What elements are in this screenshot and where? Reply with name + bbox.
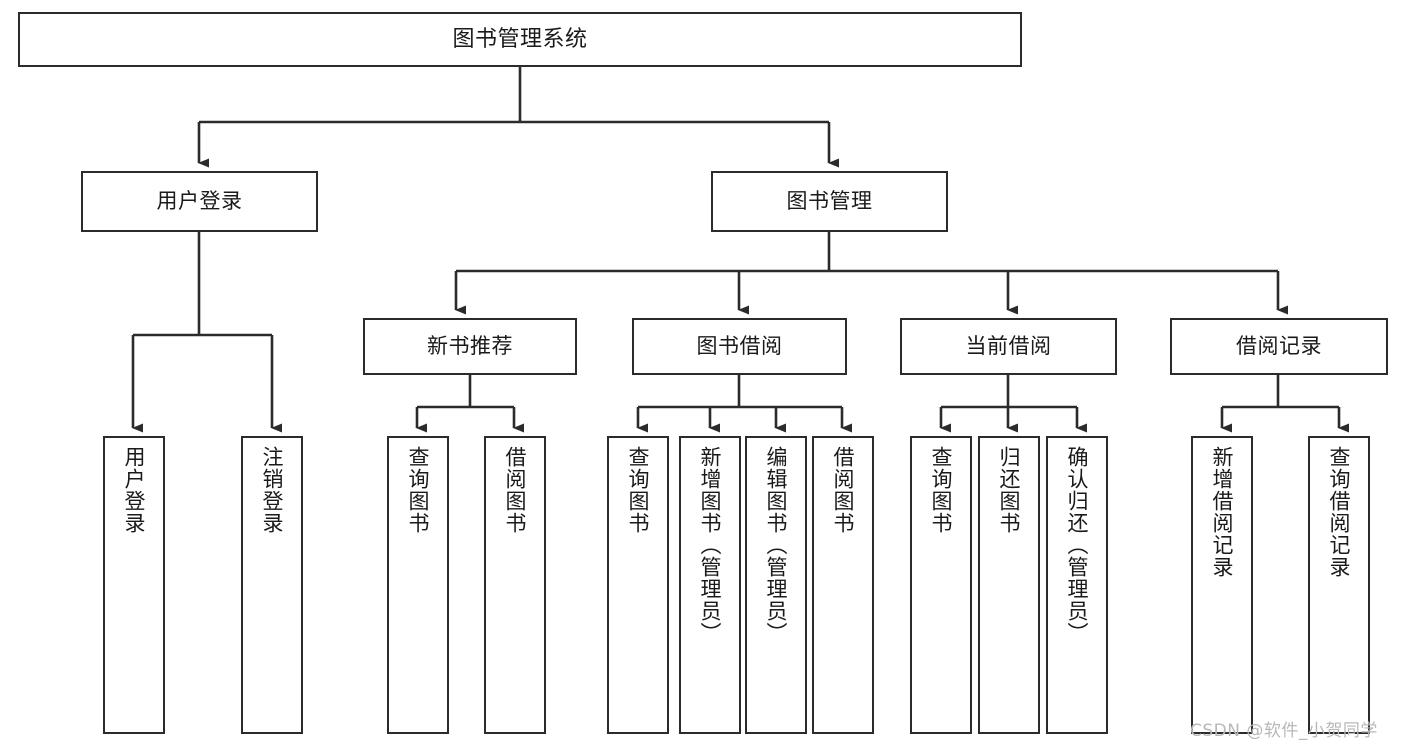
node-label: 借阅图书 xyxy=(831,446,856,534)
node-label: 查询图书 xyxy=(406,446,431,534)
node-root-book-management-system[interactable]: 图书管理系统 xyxy=(18,12,1022,67)
node-borrow-record[interactable]: 借阅记录 xyxy=(1170,318,1388,375)
node-label: 用户登录 xyxy=(122,446,147,534)
node-leaf-return-book[interactable]: 归还图书 xyxy=(978,436,1040,734)
node-book-management[interactable]: 图书管理 xyxy=(711,171,948,232)
node-label: 新书推荐 xyxy=(427,334,513,359)
node-new-book-recommend[interactable]: 新书推荐 xyxy=(363,318,577,375)
node-label: 图书管理 xyxy=(786,189,873,214)
node-current-borrow[interactable]: 当前借阅 xyxy=(900,318,1117,375)
node-label: 用户登录 xyxy=(156,189,243,214)
node-label: 归还图书 xyxy=(997,446,1022,534)
node-label: 查询借阅记录 xyxy=(1327,446,1352,578)
node-label: 借阅图书 xyxy=(503,446,528,534)
node-leaf-add-borrow-record[interactable]: 新增借阅记录 xyxy=(1191,436,1253,734)
node-label: 编辑图书（管理员） xyxy=(764,446,789,644)
node-label: 查询图书 xyxy=(626,446,651,534)
csdn-watermark: CSDN @软件_小贺同学 xyxy=(1190,721,1378,741)
node-leaf-query-book-current[interactable]: 查询图书 xyxy=(910,436,972,734)
node-leaf-add-book[interactable]: 新增图书（管理员） xyxy=(679,436,741,734)
node-leaf-query-book-recommend[interactable]: 查询图书 xyxy=(387,436,449,734)
node-user-login[interactable]: 用户登录 xyxy=(81,171,318,232)
node-leaf-borrow-book-recommend[interactable]: 借阅图书 xyxy=(484,436,546,734)
node-label: 图书管理系统 xyxy=(452,26,588,52)
node-leaf-query-borrow-record[interactable]: 查询借阅记录 xyxy=(1308,436,1370,734)
node-label: 新增借阅记录 xyxy=(1210,446,1235,578)
node-leaf-user-logout[interactable]: 注销登录 xyxy=(241,436,303,734)
node-leaf-confirm-return[interactable]: 确认归还（管理员） xyxy=(1046,436,1108,734)
node-leaf-edit-book[interactable]: 编辑图书（管理员） xyxy=(745,436,807,734)
node-label: 图书借阅 xyxy=(696,334,783,359)
node-leaf-user-login[interactable]: 用户登录 xyxy=(103,436,165,734)
node-label: 确认归还（管理员） xyxy=(1065,446,1090,644)
node-label: 新增图书（管理员） xyxy=(698,446,723,644)
node-label: 借阅记录 xyxy=(1236,334,1322,359)
node-label: 当前借阅 xyxy=(965,334,1052,359)
node-label: 查询图书 xyxy=(929,446,954,534)
node-leaf-borrow-book[interactable]: 借阅图书 xyxy=(812,436,874,734)
node-leaf-query-book-borrow[interactable]: 查询图书 xyxy=(607,436,669,734)
node-label: 注销登录 xyxy=(260,446,285,534)
node-book-borrow[interactable]: 图书借阅 xyxy=(632,318,847,375)
